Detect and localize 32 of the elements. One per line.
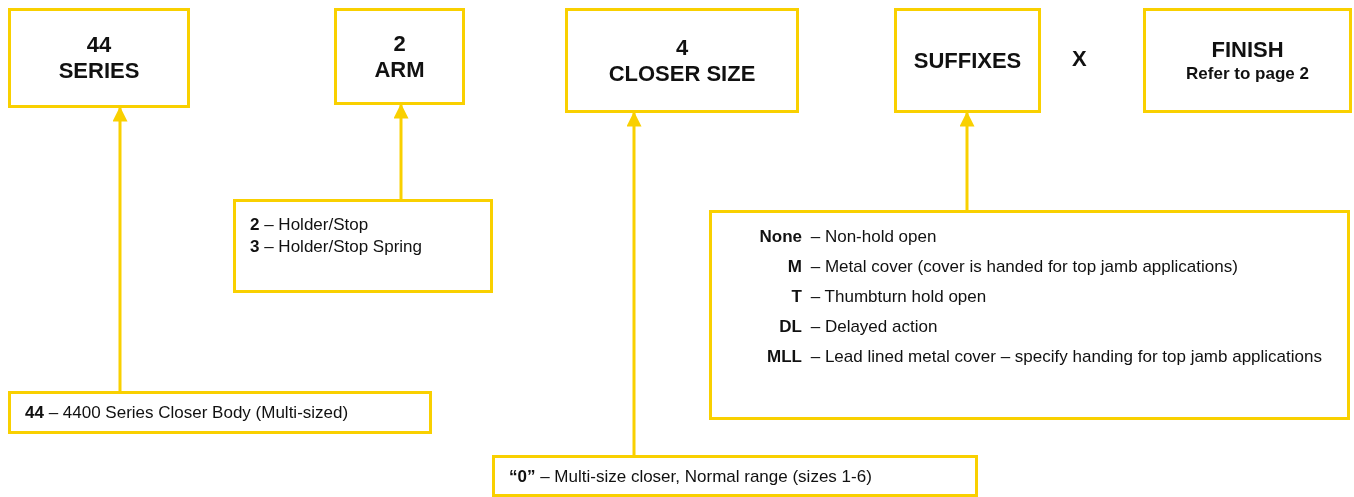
option-box [492,455,978,497]
code-label: 4 [675,34,689,61]
code-box [1143,8,1352,113]
code-box [8,8,190,108]
code-label: SERIES [58,58,140,84]
code-label: 2 [393,30,406,57]
code-label: ARM [374,56,425,83]
option-box [8,391,432,434]
code-box [894,8,1041,113]
option-list-box [709,210,1350,420]
option-list-box [233,199,493,293]
code-box [565,8,799,113]
code-label: SUFFIXES [913,47,1022,74]
code-label: 44 [86,32,112,58]
option-text: 2 – Holder/Stop [250,214,370,236]
option-text: None – Non-hold open [758,226,938,248]
option-text: MLL – Lead lined metal cover – specify handing for top jamb applications [766,346,1323,368]
code-label: CLOSER SIZE [608,60,756,87]
code-label: FINISH [1211,36,1284,63]
code-label: Refer to page 2 [1186,62,1309,85]
arrow [959,111,975,210]
arrow [112,106,128,391]
arrow [626,111,642,455]
option-text: 3 – Holder/Stop Spring [250,236,423,258]
arrow [393,103,409,199]
option-text: M – Metal cover (cover is handed for top jamb applications) [786,256,1239,278]
option-text: 44 – 4400 Series Closer Body (Multi-sized) [25,402,350,424]
option-text: DL – Delayed action [778,316,939,338]
option-text: T – Thumbturn hold open [790,286,988,308]
code-box [334,8,465,105]
option-text: “0” – Multi-size closer, Normal range (sizes 1-6) [509,466,873,488]
separator-label: X [1072,46,1087,72]
